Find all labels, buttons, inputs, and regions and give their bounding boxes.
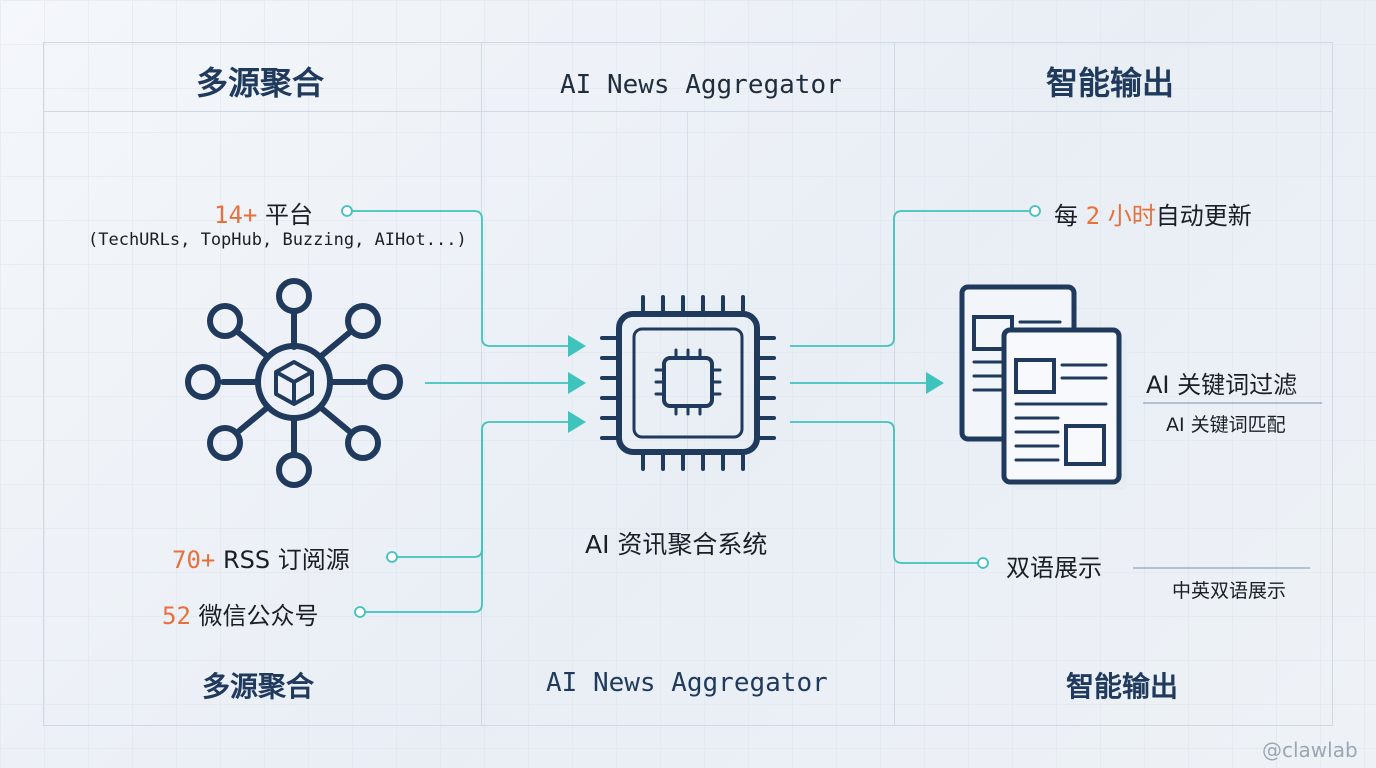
source-endpoints [341, 205, 398, 618]
right-column-footer: 智能输出 [1066, 670, 1179, 703]
bilingual-connector [790, 421, 978, 564]
header-divider [43, 111, 1333, 112]
bilingual-title: 双语展示 [1006, 554, 1102, 582]
bilingual-dot [977, 557, 989, 569]
source-wechat: 52 微信公众号 [162, 596, 319, 631]
output-endpoints [977, 205, 1041, 569]
center-column-header: AI News Aggregator [560, 70, 842, 100]
update-dot [1029, 205, 1041, 217]
update-number: 2 [1085, 202, 1101, 230]
arrow-3 [568, 411, 586, 433]
source-arrowheads [568, 335, 586, 433]
platforms-connector [352, 210, 580, 347]
filter-arrowhead [926, 372, 944, 394]
rss-dot [386, 551, 398, 563]
source-rss: 70+ RSS 订阅源 [172, 540, 350, 575]
wechat-dot [354, 606, 366, 618]
system-label: AI 资讯聚合系统 [585, 530, 768, 559]
center-guide [687, 111, 688, 531]
rss-connector [397, 421, 580, 558]
update-unit: 小时 [1107, 202, 1156, 230]
column-divider-left [481, 42, 482, 726]
right-column-header: 智能输出 [1046, 64, 1175, 102]
platforms-dot [341, 205, 353, 217]
filter-title: AI 关键词过滤 [1146, 371, 1298, 399]
credit-watermark: @clawlab [1262, 738, 1358, 762]
wechat-connector [365, 430, 483, 613]
update-prefix: 每 [1054, 202, 1078, 230]
arrow-1 [568, 335, 586, 357]
network-hub-icon [185, 278, 403, 488]
source-connectors [352, 210, 580, 613]
update-suffix: 自动更新 [1155, 202, 1252, 230]
cpu-chip-icon [600, 295, 776, 471]
cube-icon [274, 360, 314, 406]
center-column-footer: AI News Aggregator [546, 668, 828, 698]
documents-icon [959, 284, 1127, 490]
rss-count: 70+ [172, 546, 216, 574]
platforms-label: 平台 [265, 201, 313, 229]
rss-label: RSS 订阅源 [223, 546, 350, 574]
source-platforms: 14+ 平台 [214, 195, 313, 230]
output-update: 每 2 小时自动更新 [1054, 196, 1252, 231]
diagram-frame [43, 42, 1333, 726]
bilingual-subtitle: 中英双语展示 [1172, 580, 1287, 602]
platforms-note: (TechURLs, TopHub, Buzzing, AIHot...) [88, 230, 467, 250]
left-column-header: 多源聚合 [196, 64, 325, 102]
output-connectors [790, 210, 1030, 564]
wechat-label: 微信公众号 [198, 602, 319, 630]
left-column-footer: 多源聚合 [202, 670, 315, 703]
column-divider-right [894, 42, 895, 726]
wechat-count: 52 [162, 602, 191, 630]
update-connector [790, 210, 1030, 347]
platforms-count: 14+ [214, 201, 258, 229]
arrow-2 [568, 372, 586, 394]
filter-subtitle: AI 关键词匹配 [1166, 414, 1286, 436]
